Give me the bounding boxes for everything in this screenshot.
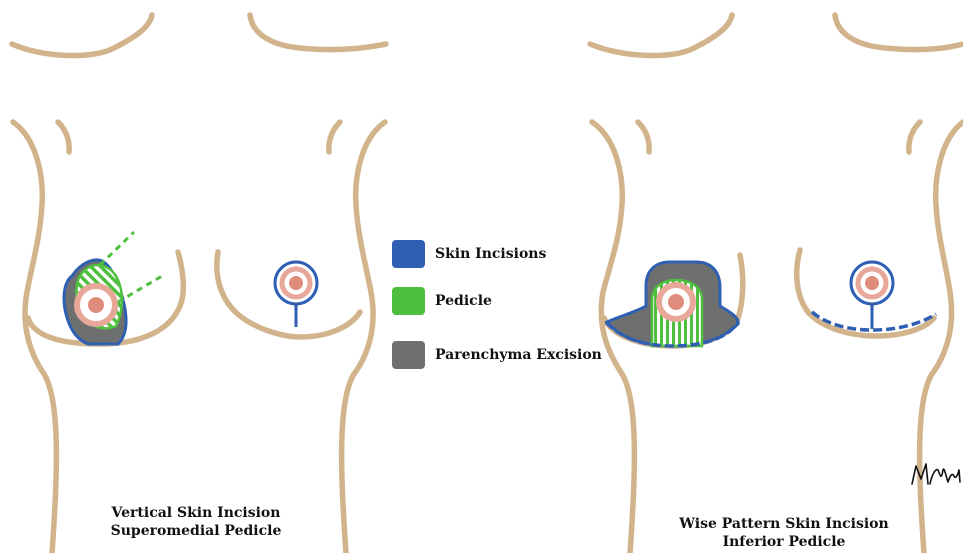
right-caption: Wise Pattern Skin Incision Inferior Pedi… xyxy=(664,515,904,551)
right-figure-torso-right xyxy=(920,122,963,553)
legend-label-parenchyma-excision: Parenchyma Excision xyxy=(435,347,602,363)
left-result-nac xyxy=(275,262,317,327)
left-figure-axilla-left xyxy=(58,122,69,152)
left-nipple xyxy=(88,297,104,313)
left-figure-torso-right xyxy=(342,122,385,553)
wise-pattern-markings xyxy=(606,262,738,346)
legend-item-skin-incisions: Skin Incisions xyxy=(392,240,546,268)
left-caption: Vertical Skin Incision Superomedial Pedi… xyxy=(96,504,296,540)
legend-label-pedicle: Pedicle xyxy=(435,293,492,309)
right-figure-shoulder-right xyxy=(835,15,963,50)
legend-swatch-pedicle xyxy=(392,287,425,315)
wise-nipple xyxy=(668,294,684,310)
left-figure-axilla-right xyxy=(329,122,340,152)
left-figure-shoulder-right xyxy=(250,15,386,50)
right-figure-axilla-right xyxy=(909,122,920,152)
legend-label-skin-incisions: Skin Incisions xyxy=(435,246,546,262)
right-figure-axilla-left xyxy=(638,122,649,152)
right-result-nac xyxy=(812,262,936,330)
legend-swatch-parenchyma-excision xyxy=(392,341,425,369)
right-caption-line1: Wise Pattern Skin Incision xyxy=(664,515,904,533)
vertical-incision-markings xyxy=(64,232,162,344)
right-result-nipple xyxy=(865,276,879,290)
legend-item-parenchyma-excision: Parenchyma Excision xyxy=(392,341,602,369)
left-figure-shoulder-left xyxy=(12,15,152,56)
left-caption-line2: Superomedial Pedicle xyxy=(96,522,296,540)
pedicle-rotation-line-upper xyxy=(100,232,134,265)
pedicle-rotation-line-lower xyxy=(118,276,162,302)
right-caption-line2: Inferior Pedicle xyxy=(664,533,904,551)
legend-swatch-skin-incisions xyxy=(392,240,425,268)
right-figure-shoulder-left xyxy=(590,15,732,56)
left-result-nipple xyxy=(289,276,303,290)
legend-item-pedicle: Pedicle xyxy=(392,287,492,315)
left-caption-line1: Vertical Skin Incision xyxy=(96,504,296,522)
